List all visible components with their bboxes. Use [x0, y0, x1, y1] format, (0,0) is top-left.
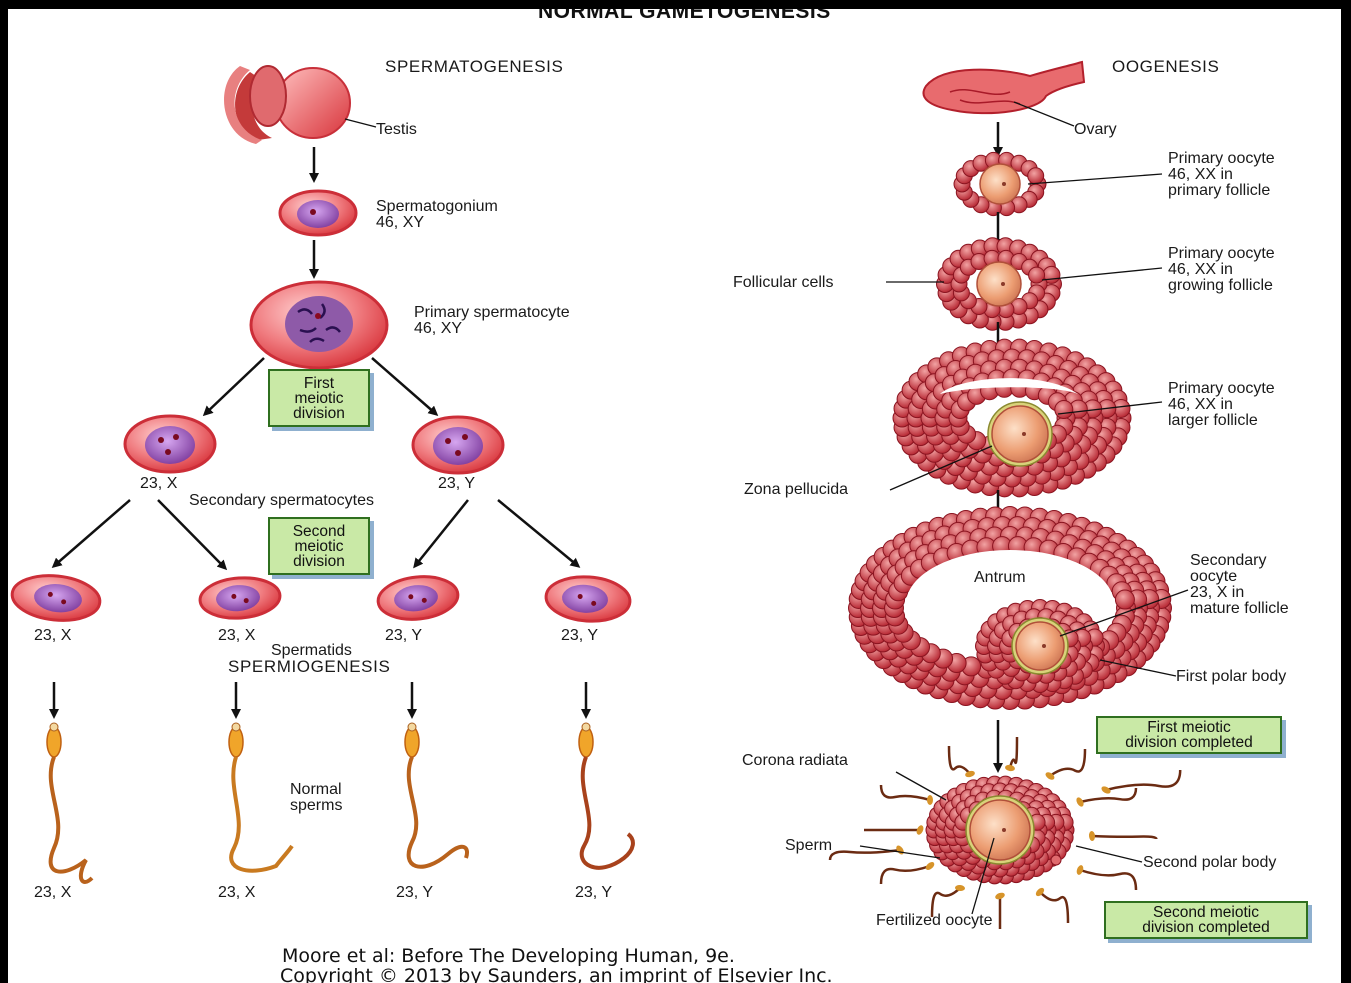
zona-pellucida-label: Zona pellucida — [744, 482, 848, 498]
growing-follicle-label: Primary oocyte 46, XX in growing follicl… — [1168, 246, 1275, 294]
second-polar-body-label: Second polar body — [1143, 855, 1276, 871]
larger-follicle-label: Primary oocyte 46, XX in larger follicle — [1168, 381, 1275, 429]
growing-follicle-icon — [937, 238, 1062, 330]
oogenesis-heading: OOGENESIS — [1112, 59, 1219, 75]
first-meiotic-division-box: First meiotic division — [268, 369, 370, 427]
second-meiotic-division-box: Second meiotic division — [268, 517, 370, 575]
sperm-label-4: 23, Y — [575, 885, 612, 901]
ovary-label: Ovary — [1074, 122, 1117, 138]
sperm-label-3: 23, Y — [396, 885, 433, 901]
primary-spermatocyte-label: Primary spermatocyte 46, XY — [414, 305, 570, 337]
primary-follicle-label: Primary oocyte 46, XX in primary follicl… — [1168, 151, 1275, 199]
first-meiotic-division-completed-box: First meiotic division completed — [1096, 716, 1282, 754]
spermatid-label-4: 23, Y — [561, 628, 598, 644]
corona-radiata-label: Corona radiata — [742, 753, 848, 769]
spermatid-label-1: 23, X — [34, 628, 71, 644]
credit-line-2: Copyright © 2013 by Saunders, an imprint… — [280, 965, 833, 983]
spermatid-cells-icon — [10, 572, 631, 625]
ovary-icon — [924, 62, 1084, 113]
spermatid-label-3: 23, Y — [385, 628, 422, 644]
spermatogenesis-heading: SPERMATOGENESIS — [385, 59, 563, 75]
second-meiotic-division-completed-box: Second meiotic division completed — [1104, 901, 1308, 939]
first-polar-body-label: First polar body — [1176, 669, 1286, 685]
testis-icon — [224, 66, 350, 144]
sperm-label-1: 23, X — [34, 885, 71, 901]
secondary-oocyte-label: Secondary oocyte 23, X in mature follicl… — [1190, 553, 1289, 617]
antrum-label: Antrum — [974, 570, 1026, 586]
fertilized-oocyte-label: Fertilized oocyte — [876, 913, 993, 929]
diagram-panel: NORMAL GAMETOGENESIS SPERMATOGENESIS Tes… — [8, 9, 1341, 983]
follicular-cells-label: Follicular cells — [733, 275, 833, 291]
page-title: NORMAL GAMETOGENESIS — [538, 9, 831, 20]
normal-sperms-label: Normal sperms — [290, 782, 342, 814]
secondary-spermatocyte-y-label: 23, Y — [438, 476, 475, 492]
credit-line-1: Moore et al: Before The Developing Human… — [282, 945, 735, 967]
secondary-spermatocyte-x-icon — [125, 416, 215, 472]
mature-follicle-icon — [849, 507, 1172, 710]
secondary-spermatocyte-y-icon — [413, 417, 503, 473]
primary-spermatocyte-cell-icon — [251, 282, 387, 368]
sperm-label-2: 23, X — [218, 885, 255, 901]
spermiogenesis-heading: SPERMIOGENESIS — [228, 659, 390, 675]
secondary-spermatocyte-x-label: 23, X — [140, 476, 177, 492]
secondary-spermatocytes-label: Secondary spermatocytes — [189, 493, 374, 509]
sperm-label: Sperm — [785, 838, 832, 854]
testis-label: Testis — [376, 122, 417, 138]
spermatid-label-2: 23, X — [218, 628, 255, 644]
spermatogonium-cell-icon — [280, 191, 356, 235]
spermatogonium-label: Spermatogonium 46, XY — [376, 199, 498, 231]
